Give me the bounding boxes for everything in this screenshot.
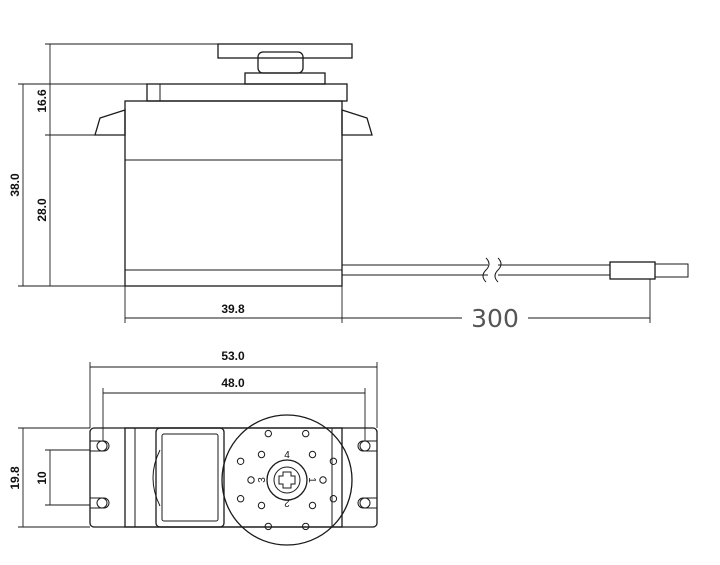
- right-upper-hole: [359, 440, 371, 452]
- dim-mount-spacing: 48.0: [221, 376, 245, 390]
- horn-hole-label-left: 3: [257, 477, 268, 483]
- wire-break-right: [494, 257, 502, 283]
- horn-hole: [264, 429, 272, 438]
- horn-hole: [247, 476, 255, 484]
- horn-hole: [264, 522, 272, 531]
- dim-wire-length: 300: [471, 304, 519, 333]
- horn-hole: [319, 476, 327, 484]
- dim-height-top: 16.6: [35, 89, 49, 113]
- horn-hub-outer: [266, 459, 308, 501]
- servo-horn-disk: [221, 414, 353, 546]
- side-view: 38.0 28.0 16.6 39.8 300: [8, 43, 689, 333]
- horn-hole: [257, 450, 266, 459]
- dim-body-width: 19.8: [8, 466, 22, 490]
- horn-hole: [302, 429, 310, 438]
- dim-body-length: 39.8: [221, 302, 245, 316]
- left-lower-hole: [96, 497, 108, 509]
- label-window-outer: [155, 427, 225, 528]
- horn-hole: [257, 501, 266, 510]
- right-mount-flange: [341, 109, 373, 136]
- gear-cover-bulge: [152, 449, 161, 507]
- horn-hole: [329, 457, 338, 465]
- horn-hole: [236, 495, 245, 503]
- dim-height-body: 28.0: [35, 198, 49, 222]
- servo-body: [124, 100, 343, 287]
- horn-hole-label-bottom: 2: [284, 497, 290, 508]
- horn-hole-label-right: 1: [306, 477, 317, 483]
- dim-height-total: 38.0: [8, 173, 22, 197]
- top-body: [124, 427, 343, 528]
- left-mount-flange: [94, 109, 126, 136]
- label-window-inner: [161, 433, 219, 522]
- horn-hole: [308, 450, 317, 459]
- horn-holes: [236, 429, 338, 531]
- wire-break-left: [482, 257, 490, 283]
- right-lower-hole: [359, 497, 371, 509]
- left-upper-hole: [96, 440, 108, 452]
- top-cover: [146, 83, 348, 102]
- horn-hole: [236, 457, 245, 465]
- horn-hub-inner: [273, 466, 301, 494]
- connector-pins: [654, 263, 689, 278]
- horn-screw-cross-icon: [278, 471, 296, 489]
- dim-slot-spacing: 10: [35, 471, 49, 485]
- top-view: 4 1 2 3 53.0 48.0 19.8 10: [8, 349, 378, 546]
- horn-hole: [308, 501, 317, 510]
- output-shaft: [257, 51, 304, 74]
- gear-boss: [244, 72, 326, 85]
- horn-hole-label-top: 4: [284, 450, 290, 461]
- horn-hole: [302, 522, 310, 531]
- dim-total-width: 53.0: [221, 349, 245, 363]
- horn-hole: [329, 495, 338, 503]
- connector-housing: [609, 261, 656, 280]
- servo-horn-arm: [217, 43, 353, 59]
